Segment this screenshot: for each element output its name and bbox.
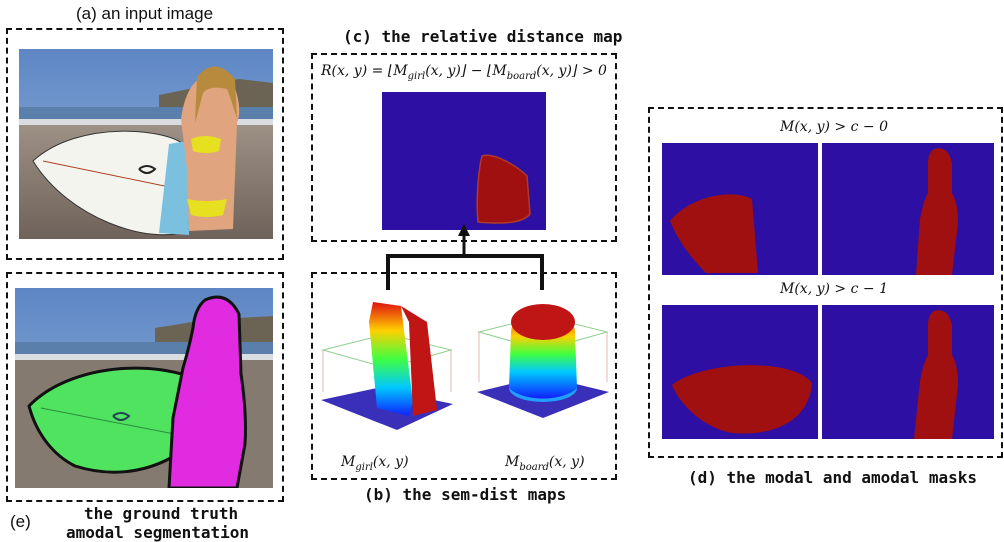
caption-e-line2: amodal segmentation <box>66 523 250 542</box>
panel-relative-distance: R(x, y) = ⌊Mgirl(x, y)⌋ − ⌊Mboard(x, y)⌋… <box>311 53 617 242</box>
panel-input-image <box>6 28 284 260</box>
mask-girl-row0 <box>822 143 994 275</box>
formula-modal-row1-text: M(x, y) > c − 1 <box>780 281 888 297</box>
caption-b: (b) the sem-dist maps <box>364 485 566 505</box>
formula-m-board-text: Mboard(x, y) <box>505 454 585 473</box>
caption-e-line1: the ground truth <box>84 504 239 523</box>
caption-d-text: (d) the modal and amodal masks <box>688 468 977 487</box>
sem-dist-girl-plot <box>317 292 457 442</box>
mask-board-row1 <box>662 305 818 439</box>
formula-m-girl-text: Mgirl(x, y) <box>341 454 409 473</box>
relative-distance-map <box>382 92 546 230</box>
panel-modal-amodal: M(x, y) > c − 0 M(x, y) > c − 1 <box>648 107 1003 458</box>
panel-sem-dist: Mgirl(x, y) Mboard(x, y) <box>311 272 617 480</box>
formula-modal-row0: M(x, y) > c − 0 <box>780 119 888 135</box>
ground-truth-image <box>15 288 273 488</box>
mask-board-row0 <box>662 143 818 275</box>
caption-b-text: (b) the sem-dist maps <box>364 485 567 504</box>
formula-modal-row0-text: M(x, y) > c − 0 <box>780 119 888 135</box>
formula-modal-row1: M(x, y) > c − 1 <box>780 281 888 297</box>
formula-relative-distance-text: R(x, y) = ⌊Mgirl(x, y)⌋ − ⌊Mboard(x, y)⌋… <box>321 63 607 82</box>
formula-m-girl: Mgirl(x, y) <box>341 454 409 473</box>
sem-dist-board-plot <box>473 292 613 442</box>
caption-d: (d) the modal and amodal masks <box>688 468 977 488</box>
caption-e-tag: (e) <box>10 512 31 531</box>
caption-c: (c) the relative distance map <box>343 27 622 47</box>
caption-a: (a) an input image <box>76 4 214 23</box>
formula-relative-distance: R(x, y) = ⌊Mgirl(x, y)⌋ − ⌊Mboard(x, y)⌋… <box>321 63 607 82</box>
panel-ground-truth <box>6 272 284 502</box>
caption-c-text: (c) the relative distance map <box>343 27 623 46</box>
mask-girl-row1 <box>822 305 994 439</box>
input-image <box>19 49 273 239</box>
formula-m-board: Mboard(x, y) <box>505 454 585 473</box>
